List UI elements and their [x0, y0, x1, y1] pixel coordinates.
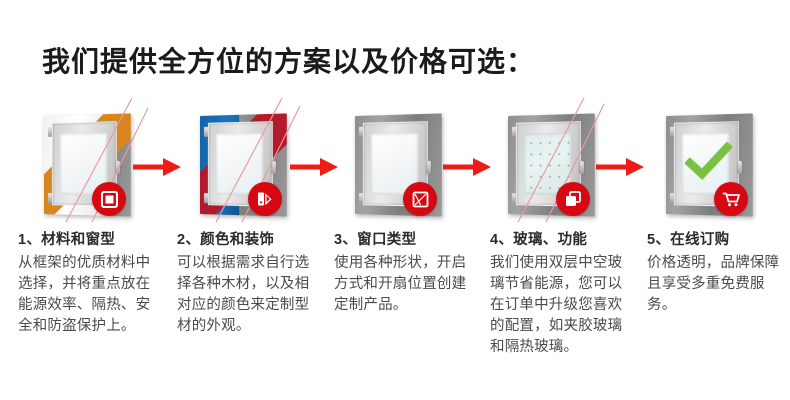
badge-square-frame[interactable]: [92, 182, 126, 216]
steps-visual-row: [0, 97, 790, 228]
step-3-title: 3、窗口类型: [334, 232, 417, 248]
hinge-bottom-icon: [670, 193, 675, 204]
hinge-top-icon: [512, 126, 517, 137]
badge-shopping-cart[interactable]: [714, 182, 748, 216]
step-4-visual: [500, 97, 610, 223]
step-4-body: 我们使用双层中空玻璃节省能源，您可以在订单中升级您喜欢的配置，如夹胶玻璃和隔热玻…: [490, 255, 623, 355]
shopping-cart-icon: [722, 192, 740, 207]
step-2-caption: 2、颜色和装饰 可以根据需求自行选择各种木材，以及相对应的颜色来定制型材的外观。: [177, 230, 312, 337]
step-1-visual: [36, 97, 149, 223]
window-handle-icon: [115, 160, 120, 175]
window-handle-icon: [271, 160, 276, 175]
step-3-body: 使用各种形状，开启方式和开扇位置创建定制产品。: [334, 255, 467, 313]
step-2-title: 2、颜色和装饰: [177, 232, 275, 248]
hinge-top-icon: [204, 126, 209, 137]
badge-window-type[interactable]: [403, 182, 437, 216]
hinge-bottom-icon: [359, 193, 364, 204]
step-2-visual: [192, 97, 302, 223]
window-handle-icon: [579, 160, 584, 175]
green-check-icon: [685, 141, 733, 183]
step-1-caption: 1、材料和窗型 从框架的优质材料中选择，并将重点放在能源效率、隔热、安全和防盗保…: [18, 230, 153, 337]
hinge-bottom-icon: [48, 193, 53, 204]
step-5-body: 价格透明，品牌保障且享受多重免费服务。: [647, 255, 780, 313]
window-handle-icon: [426, 160, 431, 175]
step-1-body: 从框架的优质材料中选择，并将重点放在能源效率、隔热、安全和防盗保护上。: [18, 255, 151, 334]
arrow-1-to-2: [133, 158, 181, 176]
window-type-icon: [412, 191, 428, 207]
hinge-top-icon: [670, 126, 675, 137]
hinge-top-icon: [48, 126, 53, 137]
color-swatch-icon: [258, 192, 272, 206]
page-title: 我们提供全方位的方案以及价格可选：: [42, 45, 536, 78]
arrow-2-to-3: [290, 158, 338, 176]
hinge-top-icon: [359, 126, 364, 137]
step-3-visual: [347, 108, 457, 223]
arrow-3-to-4: [443, 158, 491, 176]
step-5-visual: [658, 108, 768, 223]
arrow-4-to-5: [596, 158, 644, 176]
hinge-bottom-icon: [512, 193, 517, 204]
step-5-title: 5、在线订购: [647, 232, 730, 248]
step-4-caption: 4、玻璃、功能 我们使用双层中空玻璃节省能源，您可以在订单中升级您喜欢的配置，如…: [490, 230, 625, 358]
badge-double-pane-glass[interactable]: [556, 182, 590, 216]
double-pane-glass-icon: [566, 191, 581, 206]
step-4-title: 4、玻璃、功能: [490, 232, 588, 248]
hinge-bottom-icon: [204, 193, 209, 204]
step-2-body: 可以根据需求自行选择各种木材，以及相对应的颜色来定制型材的外观。: [177, 255, 310, 334]
badge-color-swatch[interactable]: [248, 182, 282, 216]
step-3-caption: 3、窗口类型 使用各种形状，开启方式和开扇位置创建定制产品。: [334, 230, 469, 316]
square-frame-icon: [100, 190, 118, 208]
step-5-caption: 5、在线订购 价格透明，品牌保障且享受多重免费服务。: [647, 230, 782, 316]
step-1-title: 1、材料和窗型: [18, 232, 116, 248]
window-handle-icon: [737, 160, 742, 175]
